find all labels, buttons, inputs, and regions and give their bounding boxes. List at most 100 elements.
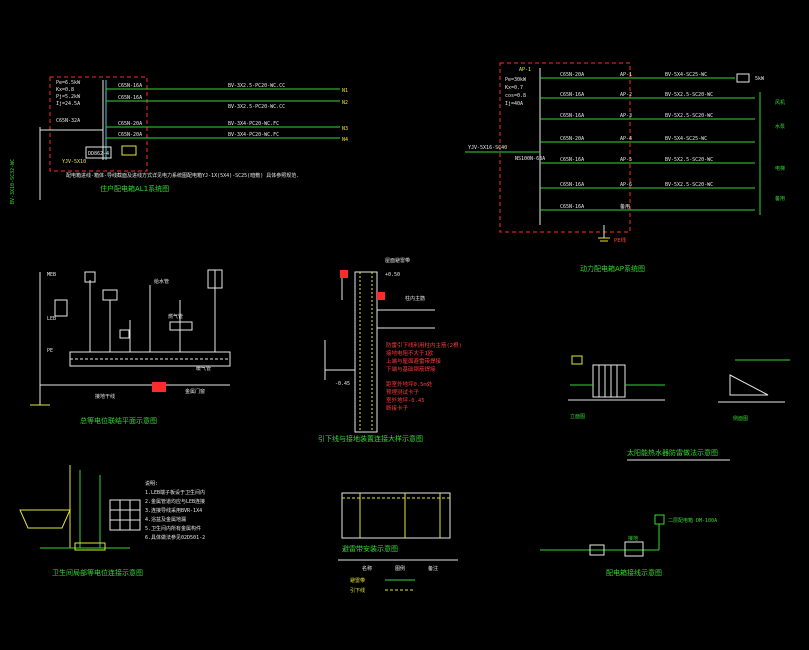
feeder-7-code-tr: 备用 <box>620 203 630 210</box>
load-label-1: 风机 <box>775 99 785 106</box>
feeder-1-breaker: C65N-16A <box>118 83 142 89</box>
bath-note-6: 6.具体做法参见02D501-2 <box>145 534 205 541</box>
roof-label: 屋面避雷带 <box>385 257 410 264</box>
feeder-5-cable-tr: BV-5X2.5-SC20-WC <box>665 157 713 163</box>
misc-label-3: cos=0.8 <box>505 93 526 99</box>
red-note-6: 预埋测试卡子 <box>386 388 420 396</box>
panel-solar-heater: 立面图 侧面图 太阳能热水器防雷做法示意图 <box>568 355 790 461</box>
leb-terminal <box>74 542 106 551</box>
meter-label: DD862-4 <box>88 151 109 157</box>
feeder-6-breaker-tr: C65N-16A <box>560 182 584 188</box>
red-note-5: 距室外地坪0.5m处 <box>386 380 433 388</box>
panel-ml-caption: 总等电位联结平面示意图 <box>80 416 157 425</box>
red-note-3: 上端与屋面避雷带焊接 <box>386 357 442 365</box>
red-note-2: 接地电阻不大于1欧 <box>386 349 434 357</box>
vertical-cable-label: BV-3X10-SC32-WC <box>10 159 16 204</box>
meb-label-8: 金属门窗 <box>185 388 205 395</box>
feeder-3-cable: BV-3X4-PC20-WC.FC <box>228 121 279 127</box>
solar-collector-front <box>592 364 626 398</box>
misc-label-2: Kx=0.7 <box>505 85 523 91</box>
solar-left-label: 立面图 <box>570 413 585 420</box>
legend-head-name: 名称 <box>362 565 372 572</box>
grade-label: -0.45 <box>335 381 350 387</box>
panel-bc-caption: 避雷带安装示意图 <box>342 544 398 553</box>
feeder-2-cable: BV-3X2.5-PC20-WC.CC <box>228 104 285 110</box>
feeder-7-breaker-tr: C65N-16A <box>560 204 584 210</box>
feeder-2-breaker: C65N-16A <box>118 95 142 101</box>
label-3: Pj=5.2kW <box>56 94 81 100</box>
panel-tl-caption: 住户配电箱AL1系统图 <box>100 184 169 193</box>
box-wiring-label: 二层配电箱 DM-100A <box>668 517 717 524</box>
meb-label-5: 给水管 <box>154 278 169 285</box>
power-box-title: AP-1 <box>519 67 531 73</box>
bath-note-2: 2.金属管道均应与LEB连接 <box>145 498 205 505</box>
incoming-note: 配电箱进线-箱体-导线截面及进线方式详见电力系统图配电箱YJ-1X(5X4)-S… <box>66 172 299 179</box>
panel-bathroom-equipotential: 说明: 1.LEB端子板设于卫生间内 2.金属管道均应与LEB连接 3.连接导线… <box>19 465 205 577</box>
power-box-boundary <box>499 62 631 233</box>
panel-mc-caption: 引下线与接地装置连接大样示意图 <box>318 434 423 443</box>
red-note-7: 室外地坪-0.45 <box>386 396 425 404</box>
panel-tr-caption: 动力配电箱AP系统图 <box>580 264 645 273</box>
solar-right-label: 侧面图 <box>733 415 748 422</box>
red-note-1: 防雷引下线利用柱内主筋(2根) <box>386 341 462 349</box>
misc-label-1: Pe=30kW <box>505 77 527 83</box>
elev-label: +0.50 <box>385 272 400 278</box>
panel-lightning-strip: 避雷带安装示意图 名称 图例 备注 避雷带 引下线 <box>338 492 458 594</box>
solar-collector-side <box>729 374 769 396</box>
distribution-box-boundary <box>49 76 148 172</box>
feeder-3-code-tr: AP-3 <box>620 113 632 119</box>
feeder-3-code: N3 <box>342 126 348 132</box>
bath-note-4: 4.浴盆及金属地漏 <box>145 516 186 523</box>
feeder-2-breaker-tr: C65N-16A <box>560 92 584 98</box>
panel-power-distribution: AP-1 Pe=30kW Kx=0.7 cos=0.8 Ij=40A YJV-5… <box>465 62 785 273</box>
feeder-5-breaker-tr: C65N-16A <box>560 157 584 163</box>
junction-box-1 <box>589 544 605 556</box>
load-label-3: 电梯 <box>775 165 785 172</box>
ground-label: PE线 <box>614 236 627 244</box>
meb-marker <box>152 382 166 392</box>
feeder-4-code: N4 <box>342 137 348 143</box>
panel-br-caption: 配电箱接线示意图 <box>606 568 662 577</box>
feeder-4-breaker-tr: C65N-20A <box>560 136 584 142</box>
box-wiring-ground: 接地 <box>628 535 638 542</box>
energy-meter <box>85 146 112 159</box>
incoming-label: YJV-5X10 <box>62 159 86 165</box>
meb-label-7: 暖气管 <box>196 365 211 372</box>
feeder-1-code: N1 <box>342 88 348 94</box>
meter-symbol <box>121 145 137 156</box>
feeder-3-cable-tr: BV-5X2.5-SC20-WC <box>665 113 713 119</box>
feeder-2-cable-tr: BV-5X2.5-SC20-WC <box>665 92 713 98</box>
feeder-1-cable: BV-3X2.5-PC20-WC.CC <box>228 83 285 89</box>
legend-head-symbol: 图例 <box>395 565 405 572</box>
power-main-breaker: NS100N-63A <box>515 156 545 162</box>
feeder-1-breaker-tr: C65N-20A <box>560 72 584 78</box>
bathtub <box>19 509 71 529</box>
panel-household-distribution: Pe=6.5kW Kx=0.8 Pj=5.2kW Ij=24.5A C65N-3… <box>10 76 348 204</box>
misc-label-4: Ij=40A <box>505 101 523 107</box>
feeder-5-code-tr: AP-5 <box>620 157 632 163</box>
feeder-6-code-tr: AP-6 <box>620 182 632 188</box>
meb-label-3: PE <box>47 348 53 354</box>
feeder-3-breaker-tr: C65N-16A <box>560 113 584 119</box>
legend-head-note: 备注 <box>428 565 438 572</box>
feeder-4-code-tr: AP-4 <box>620 136 632 142</box>
fan-kw-label: 5kW <box>755 76 765 82</box>
panel-bl-caption: 卫生间局部等电位连接示意图 <box>52 568 143 577</box>
feeder-4-breaker: C65N-20A <box>118 132 142 138</box>
meb-label-1: MEB <box>47 272 56 278</box>
load-label-2: 水泵 <box>775 123 785 130</box>
panel-downconductor-detail: -0.45 屋面避雷带 +0.50 柱内主筋 防雷引下线利用柱内主筋(2根) 接… <box>318 257 462 443</box>
bath-note-1: 1.LEB端子板设于卫生间内 <box>145 489 205 496</box>
main-breaker-label: C65N-32A <box>56 118 80 124</box>
panel-box-wiring: 二层配电箱 DM-100A 接地 配电箱接线示意图 <box>540 514 717 577</box>
feeder-1-cable-tr: BV-5X4-SC25-WC <box>665 72 707 78</box>
rebar-label: 柱内主筋 <box>405 295 425 302</box>
bath-note-5: 5.卫生间内所有金属构件 <box>145 525 201 532</box>
outlet-box <box>654 514 665 525</box>
legend-row-1-name: 避雷带 <box>350 577 365 584</box>
load-label-4: 备用 <box>775 195 785 202</box>
window-grid <box>109 499 141 531</box>
panel-main-equipotential: MEB LEB PE 接地干线 给水管 燃气管 暖气管 金属门窗 总等电位联结平… <box>30 269 231 425</box>
legend-row-2-name: 引下线 <box>350 587 365 594</box>
